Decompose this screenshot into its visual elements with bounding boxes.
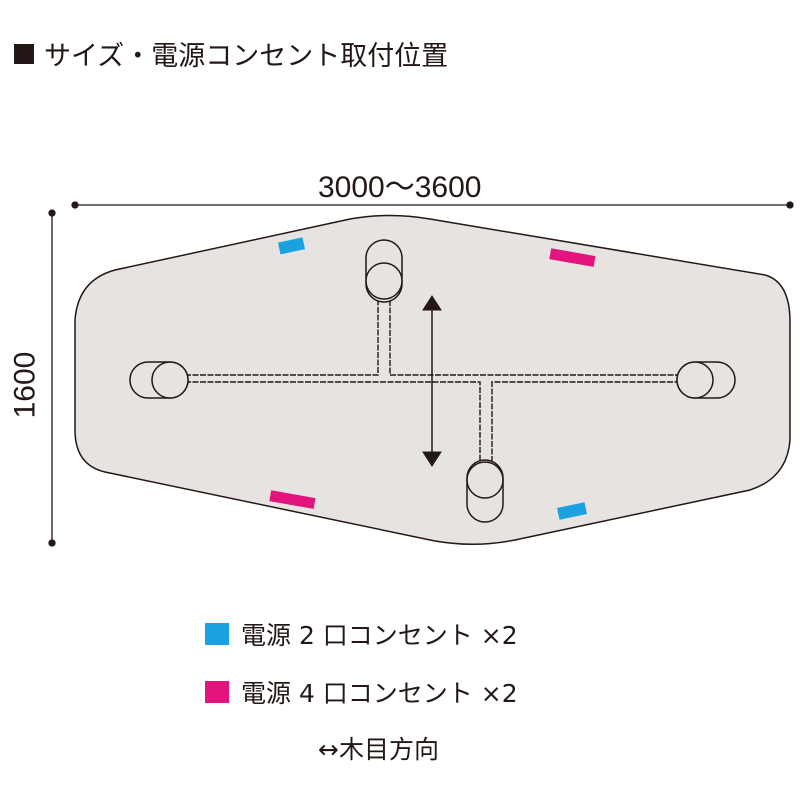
depth-dimension: 1600 <box>8 351 42 419</box>
dimension-lines <box>48 201 794 547</box>
outlet-4-bottom <box>269 490 316 509</box>
outlet-2-top <box>278 237 305 255</box>
legs <box>129 239 736 523</box>
outlets <box>269 237 596 520</box>
outlet-4-top <box>549 248 596 267</box>
grain-direction-label: ↔木目方向 <box>318 735 439 764</box>
pink-swatch-icon <box>205 681 229 703</box>
legend-item-2-outlet: 電源 2 口コンセント ×2 <box>205 616 518 652</box>
grain-arrow <box>422 295 442 467</box>
blue-swatch-icon <box>205 623 229 645</box>
outlet-2-bottom <box>557 502 587 520</box>
legend-item-4-outlet: 電源 4 口コンセント ×2 <box>205 674 518 710</box>
square-bullet-icon <box>14 43 34 64</box>
page-title: サイズ・電源コンセント取付位置 <box>14 34 448 73</box>
leg-frame <box>185 300 680 462</box>
width-dimension: 3000〜3600 <box>318 171 482 204</box>
